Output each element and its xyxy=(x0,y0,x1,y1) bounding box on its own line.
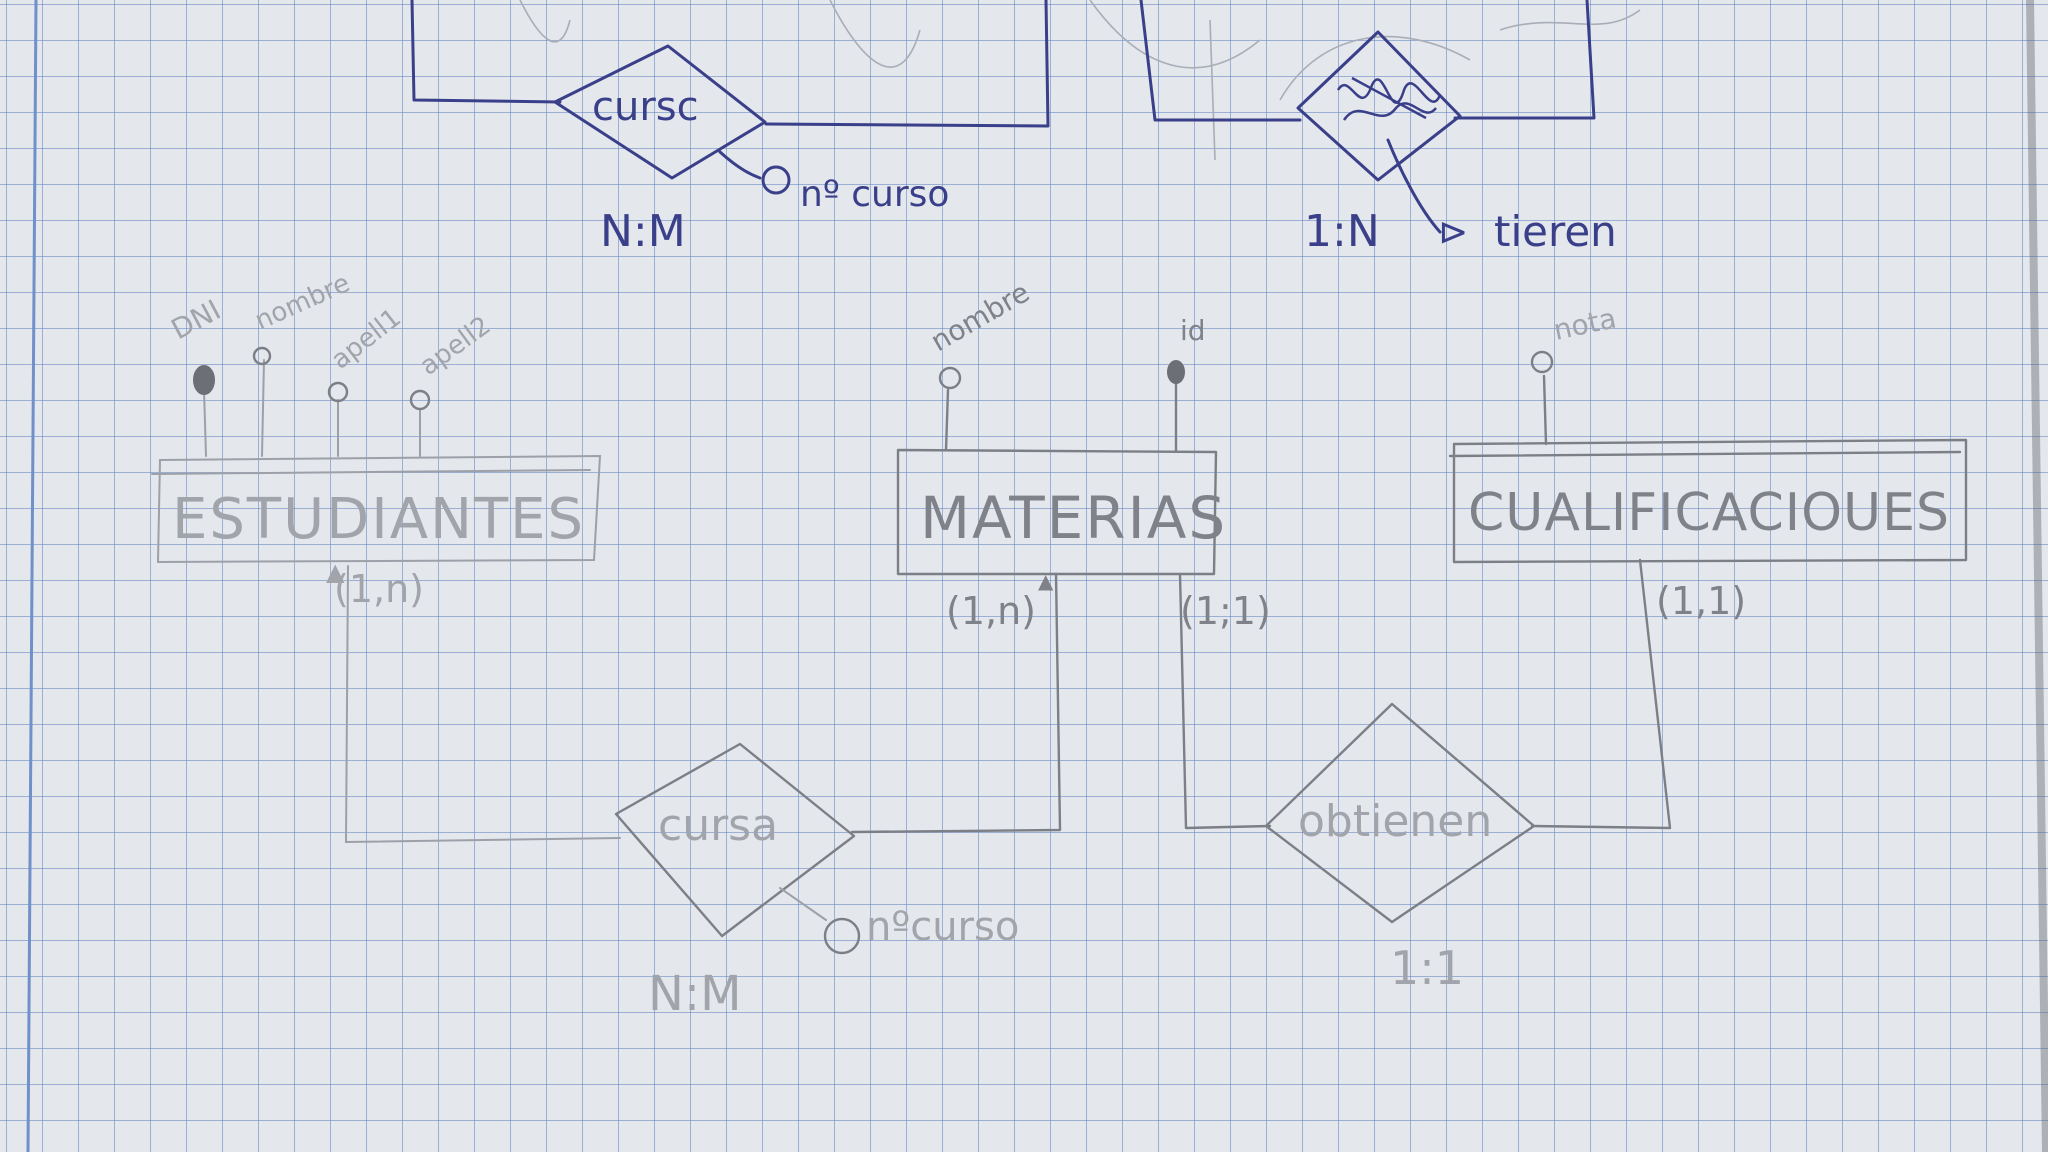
cardinality-materias-left: (1,n) xyxy=(946,589,1036,633)
cardinality-estudiantes: (1,n) xyxy=(334,567,424,611)
entity-calificaciones-label: CUALIFICACIOUES xyxy=(1468,483,1950,543)
attr-apell1: apell1 xyxy=(326,303,407,376)
entity-materias: MATERIAS nombre id (1,n) (1;1) ▲ xyxy=(896,275,1271,633)
relationship-cursc-label: cursc xyxy=(592,84,699,130)
attribute-ncurso-top-label: nº curso xyxy=(800,174,949,215)
cardinality-cursa: N:M xyxy=(648,966,742,1022)
relationship-obtienen: obtienen 1:1 xyxy=(1178,558,1672,995)
entity-materias-label: MATERIAS xyxy=(920,484,1227,552)
key-attribute-dot xyxy=(1167,360,1185,384)
attribute-ncurso-top: nº curso xyxy=(718,150,949,215)
entity-calificaciones: CUALIFICACIOUES nota (1,1) xyxy=(1448,301,1968,623)
attr-id: id xyxy=(1180,314,1206,347)
attribute-ncurso-bottom: nºcurso xyxy=(866,904,1019,950)
top-right-note: tieren xyxy=(1494,207,1617,256)
attr-apell2: apell2 xyxy=(414,311,496,382)
arrow-up-icon: ▲ xyxy=(1038,569,1054,593)
relationship-tienen-scribbled: tienen xyxy=(1296,30,1462,182)
relationship-obtienen-label: obtienen xyxy=(1298,796,1492,847)
estudiantes-attributes: DNI nombre apell1 apell2 xyxy=(166,268,496,457)
page-edge-shadow xyxy=(2026,0,2048,1152)
margin-line xyxy=(26,0,38,1152)
cardinality-top-left: N:M xyxy=(600,206,686,257)
arrow-up-icon: ▲ xyxy=(326,558,345,586)
entity-estudiantes-label: ESTUDIANTES xyxy=(172,487,585,552)
key-attribute-dot xyxy=(193,365,215,395)
relationship-cursa: cursa nºcurso N:M xyxy=(344,565,1062,1022)
cardinality-top-right: 1:N xyxy=(1304,206,1380,257)
relationship-cursa-label: cursa xyxy=(658,800,778,851)
attr-nota: nota xyxy=(1551,301,1619,346)
show-through-marks xyxy=(519,0,1641,161)
cardinality-obtienen: 1:1 xyxy=(1390,941,1464,995)
cardinality-materias-right: (1;1) xyxy=(1180,589,1271,633)
cardinality-calificaciones: (1,1) xyxy=(1656,579,1746,623)
relationship-cursc: cursc xyxy=(553,44,767,180)
attr-nombre-materia: nombre xyxy=(925,275,1035,358)
top-pen-diagram: cursc nº curso N:M tienen 1:N ⊳ tieren xyxy=(410,0,1617,257)
entity-estudiantes: ESTUDIANTES DNI nombre apell1 apell2 (1,… xyxy=(151,268,602,611)
arrow-icon: ⊳ xyxy=(1438,212,1468,253)
attr-nombre-estudiante: nombre xyxy=(251,268,355,336)
attr-dni: DNI xyxy=(166,293,226,346)
